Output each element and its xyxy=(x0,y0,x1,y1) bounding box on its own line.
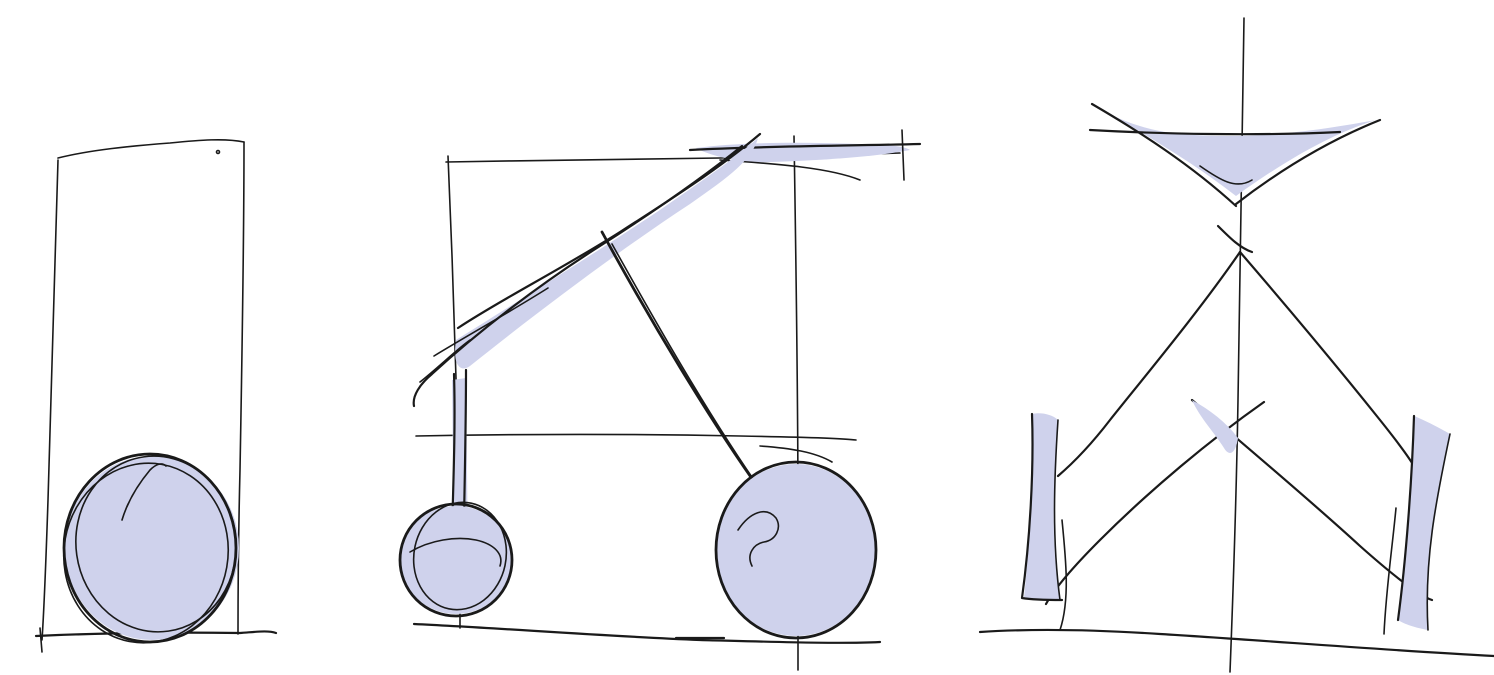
closed-right-edge xyxy=(238,142,244,634)
front-right-wheel xyxy=(1384,508,1396,634)
front-right-leg-wash xyxy=(1398,416,1450,630)
front-left-wheel xyxy=(1060,520,1066,630)
closed-pencil-dot xyxy=(217,151,220,154)
front-left-upper-strut xyxy=(1058,252,1240,476)
front-right-upper-strut xyxy=(1240,252,1414,466)
open-frame-wash xyxy=(455,138,758,368)
closed-ground-tick xyxy=(40,628,42,652)
open-frame-upper xyxy=(458,134,760,328)
open-front-wheel-wash xyxy=(400,506,512,614)
panel-side-view-open xyxy=(400,130,920,670)
front-ground-line xyxy=(980,630,1494,656)
open-handle-cap xyxy=(902,130,904,180)
open-mid-guide xyxy=(416,435,856,441)
front-apex-mark xyxy=(1218,226,1252,252)
open-rear-wheel-wash xyxy=(716,464,876,636)
open-mid-guide-2 xyxy=(760,446,832,462)
front-handle-wash xyxy=(1094,104,1376,196)
closed-top-edge xyxy=(58,140,244,158)
panel-side-view-closed xyxy=(36,140,276,656)
front-center-axis xyxy=(1230,18,1244,672)
closed-left-edge xyxy=(42,160,58,640)
panel-front-view xyxy=(980,18,1494,672)
